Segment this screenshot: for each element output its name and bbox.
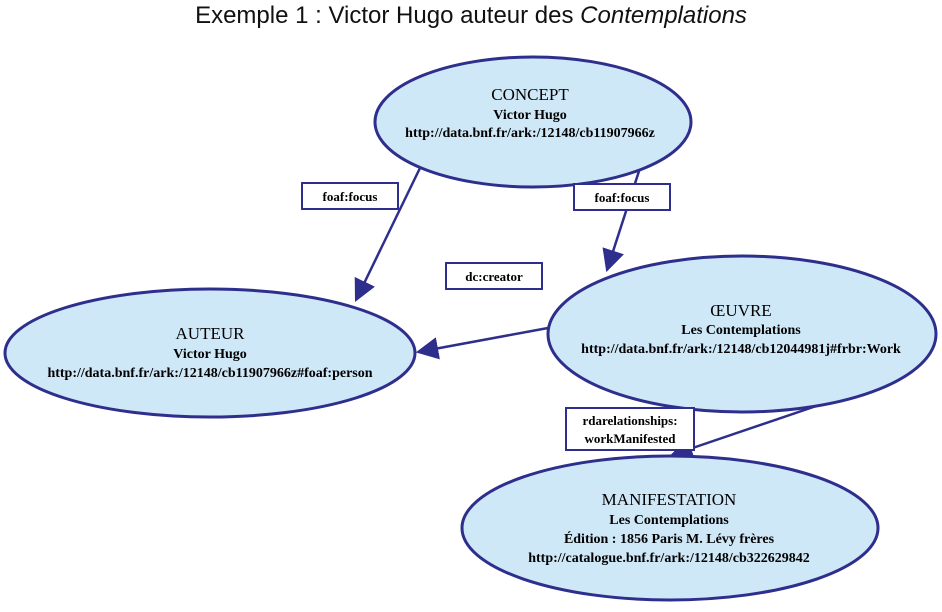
label-dc-creator-text: dc:creator [465,269,523,284]
node-oeuvre: ŒUVRE Les Contemplations http://data.bnf… [546,254,938,414]
label-work-manifested-line1: rdarelationships: [582,413,677,428]
node-manifestation: MANIFESTATION Les Contemplations Édition… [460,454,880,602]
title-emphasis: Contemplations [580,2,747,29]
oeuvre-heading: ŒUVRE [710,301,771,320]
concept-line1: Victor Hugo [493,108,567,123]
node-auteur: AUTEUR Victor Hugo http://data.bnf.fr/ar… [3,287,417,419]
manifestation-heading: MANIFESTATION [602,490,737,509]
edge-oeuvre-to-auteur [415,326,549,360]
diagram-title: Exemple 1 : Victor Hugo auteur des Conte… [0,2,942,30]
edge-concept-to-auteur [354,167,422,303]
label-work-manifested-line2: workManifested [585,431,677,446]
concept-heading: CONCEPT [491,85,569,104]
oeuvre-uri: http://data.bnf.fr/ark:/12148/cb12044981… [581,342,901,357]
label-foaf-focus-right-text: foaf:focus [595,190,650,205]
label-foaf-focus-right: foaf:focus [573,183,671,211]
oeuvre-line1: Les Contemplations [681,323,801,338]
manifestation-uri: http://catalogue.bnf.fr/ark:/12148/cb322… [528,551,810,566]
title-prefix: Exemple 1 : Victor Hugo auteur des [195,2,581,29]
label-work-manifested: rdarelationships: workManifested [565,407,695,451]
manifestation-line1: Les Contemplations [609,513,729,528]
label-dc-creator: dc:creator [445,262,543,290]
manifestation-line2: Édition : 1856 Paris M. Lévy frères [564,530,775,547]
auteur-heading: AUTEUR [176,324,246,343]
label-foaf-focus-left: foaf:focus [301,182,399,210]
label-foaf-focus-left-text: foaf:focus [323,189,378,204]
auteur-uri: http://data.bnf.fr/ark:/12148/cb11907966… [47,366,372,381]
auteur-line1: Victor Hugo [173,347,247,362]
concept-uri: http://data.bnf.fr/ark:/12148/cb11907966… [405,126,655,141]
node-concept: CONCEPT Victor Hugo http://data.bnf.fr/a… [373,55,693,189]
